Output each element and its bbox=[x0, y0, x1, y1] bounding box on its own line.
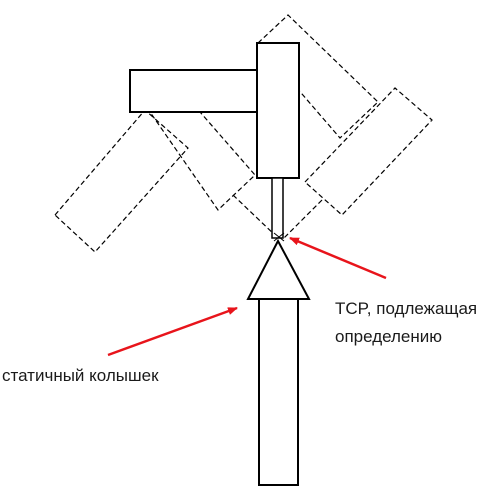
peg-tip bbox=[246, 238, 311, 300]
ghost-tool-left bbox=[54, 109, 279, 253]
solid-tool bbox=[129, 42, 300, 239]
tool-arm bbox=[129, 69, 261, 113]
ghost-left-body bbox=[148, 111, 256, 211]
tool-stem bbox=[271, 177, 284, 239]
tcp-mark bbox=[273, 232, 285, 242]
ghost-right-body bbox=[257, 14, 379, 139]
ghost-right-arm bbox=[304, 87, 433, 216]
tcp-pointer-arrow bbox=[289, 236, 387, 280]
static-peg bbox=[246, 238, 311, 486]
static-peg-label: статичный колышек bbox=[2, 366, 159, 385]
tcp-label-line1: TCP, подлежащая bbox=[335, 299, 478, 318]
tcp-label-line2: определению bbox=[335, 327, 443, 346]
tool-body bbox=[256, 42, 300, 179]
ghost-left-arm bbox=[54, 109, 189, 253]
ghost-tool-right bbox=[257, 14, 433, 241]
peg-pointer-arrow bbox=[107, 306, 238, 357]
ghost-right-stem bbox=[281, 199, 323, 241]
peg-shaft bbox=[258, 298, 299, 486]
ghost-left-stem bbox=[232, 194, 279, 239]
